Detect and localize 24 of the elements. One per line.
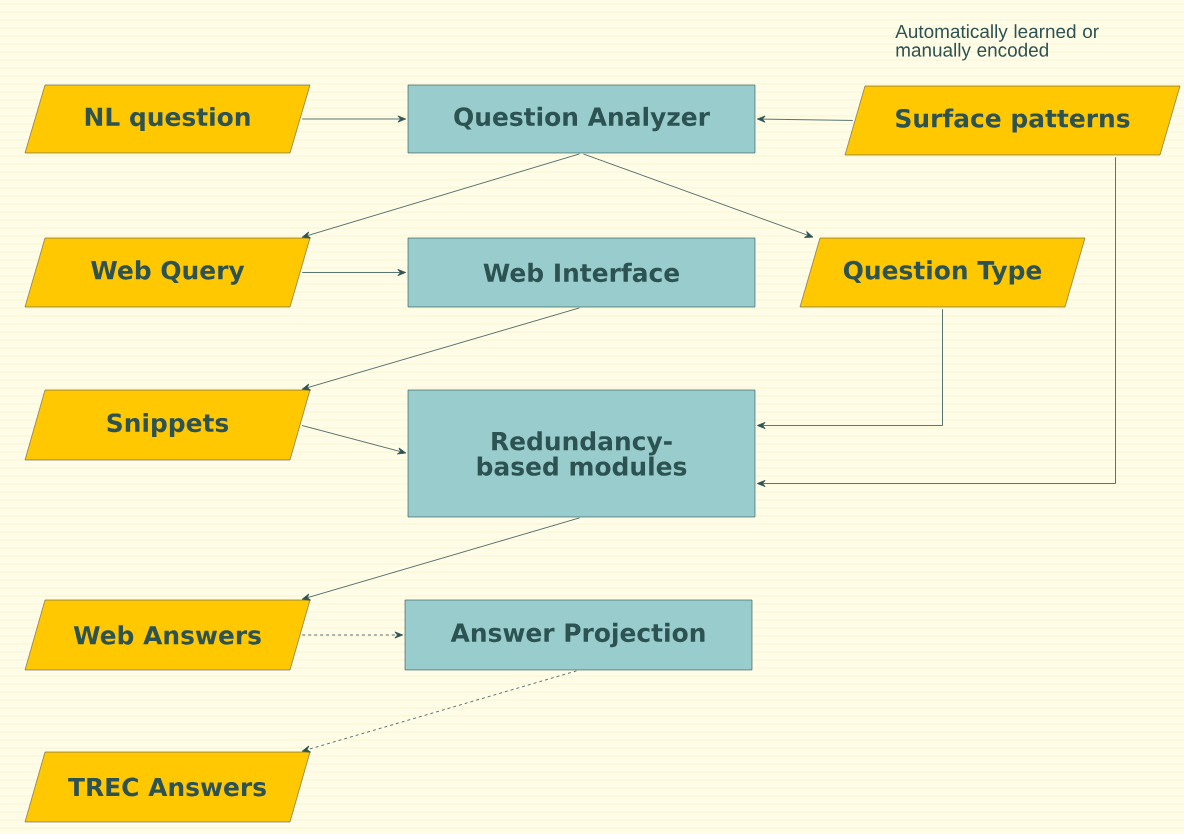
annotation-text: Automatically learned or manually encoded — [895, 24, 1099, 61]
process-box: Web Interface — [407, 237, 756, 308]
input-output-parallelogram: NL question — [24, 84, 311, 154]
input-output-parallelogram: Question Type — [799, 237, 1086, 308]
arrow — [583, 153, 814, 238]
arrow — [301, 153, 580, 239]
arrow — [301, 425, 407, 455]
input-output-parallelogram: Web Query — [24, 237, 311, 308]
arrow — [757, 308, 943, 429]
process-box: Redundancy-based modules — [407, 389, 756, 518]
arrow — [301, 631, 404, 639]
arrow — [757, 156, 1116, 487]
input-output-parallelogram: Web Answers — [24, 599, 311, 671]
process-box: Question Analyzer — [407, 84, 756, 154]
arrow — [301, 115, 407, 123]
process-box: Answer Projection — [404, 599, 753, 671]
input-output-parallelogram: TREC Answers — [24, 751, 311, 823]
arrow — [757, 115, 854, 123]
arrow — [301, 269, 407, 276]
input-output-parallelogram: Surface patterns — [844, 85, 1181, 156]
input-output-parallelogram: Snippets — [24, 389, 311, 461]
arrow — [301, 517, 580, 601]
arrow — [301, 670, 577, 753]
arrow — [301, 307, 580, 391]
